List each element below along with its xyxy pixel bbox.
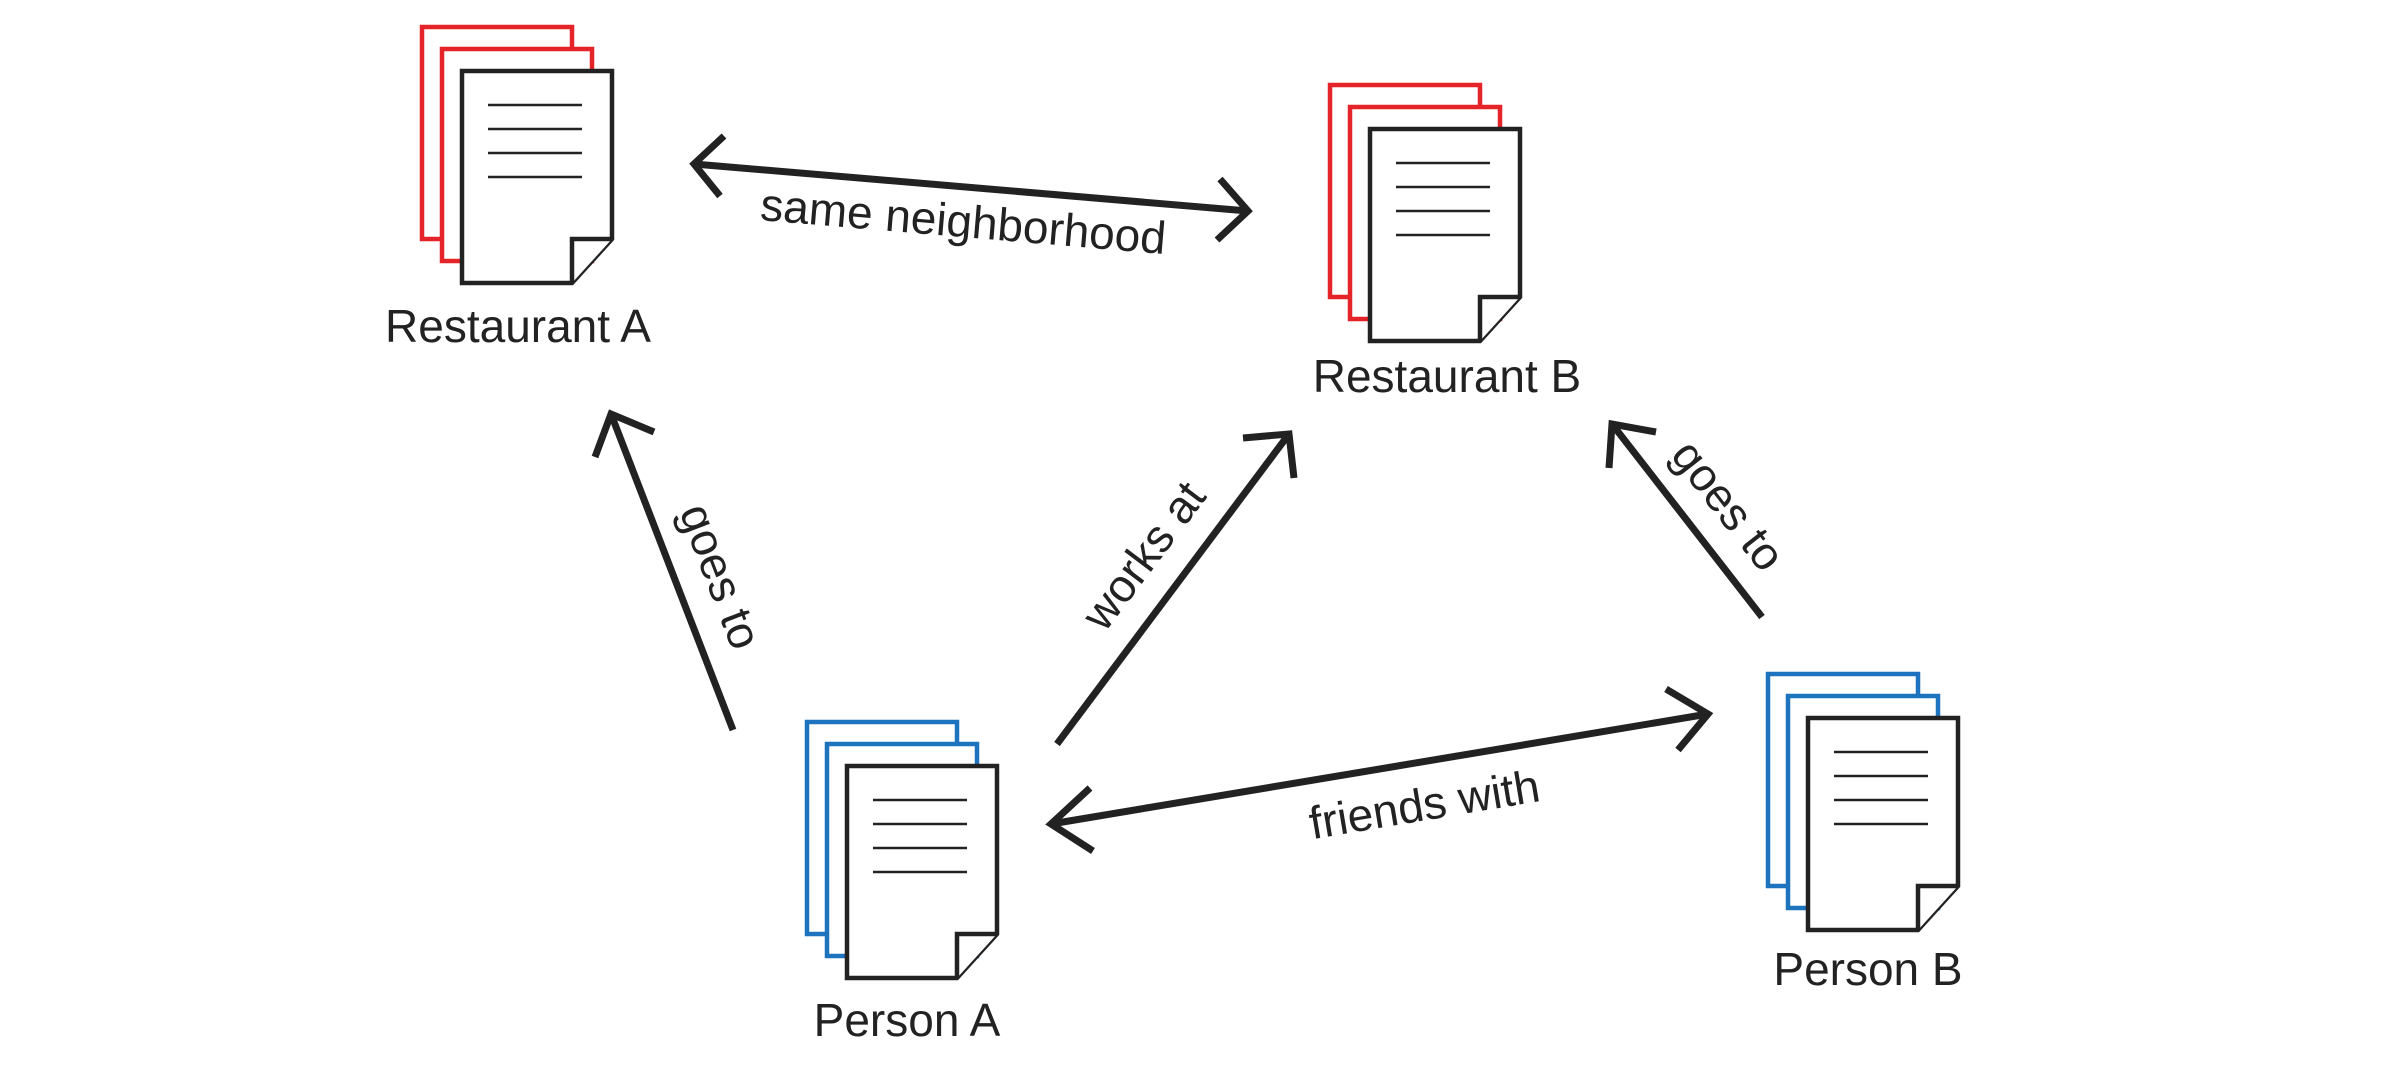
node-restaurant-b: Restaurant B bbox=[1313, 82, 1581, 402]
edge-label-same-neighborhood: same neighborhood bbox=[759, 178, 1169, 264]
node-label-restaurant-a: Restaurant A bbox=[385, 300, 651, 352]
document-stack-icon bbox=[804, 719, 1000, 981]
node-label-person-a: Person A bbox=[814, 994, 1001, 1046]
arrowhead-icon bbox=[1242, 430, 1298, 479]
node-person-a: Person A bbox=[804, 719, 1001, 1046]
arrowhead-icon bbox=[1605, 419, 1657, 469]
edge-label-person-b-goes-to: goes to bbox=[1662, 430, 1796, 581]
arrowhead-icon bbox=[1664, 685, 1714, 753]
node-label-restaurant-b: Restaurant B bbox=[1313, 350, 1581, 402]
node-restaurant-a: Restaurant A bbox=[385, 24, 651, 352]
document-stack-icon bbox=[1765, 671, 1961, 933]
arrowhead-icon bbox=[689, 133, 727, 199]
edge-same-neighborhood: same neighborhood bbox=[689, 133, 1253, 264]
arrowhead-icon bbox=[591, 409, 656, 459]
edge-person-a-goes-to: goes to bbox=[591, 409, 773, 732]
arrowhead-icon bbox=[1214, 176, 1253, 243]
node-person-b: Person B bbox=[1765, 671, 1963, 995]
edge-label-person-a-goes-to: goes to bbox=[670, 497, 773, 657]
edge-works-at: works at bbox=[1054, 430, 1298, 747]
edge-person-b-goes-to: goes to bbox=[1605, 419, 1796, 620]
arrowhead-icon bbox=[1045, 785, 1095, 854]
document-stack-icon bbox=[1327, 82, 1523, 344]
document-stack-icon bbox=[419, 24, 615, 286]
node-label-person-b: Person B bbox=[1773, 943, 1962, 995]
edge-friends-with: friends with bbox=[1045, 685, 1714, 854]
